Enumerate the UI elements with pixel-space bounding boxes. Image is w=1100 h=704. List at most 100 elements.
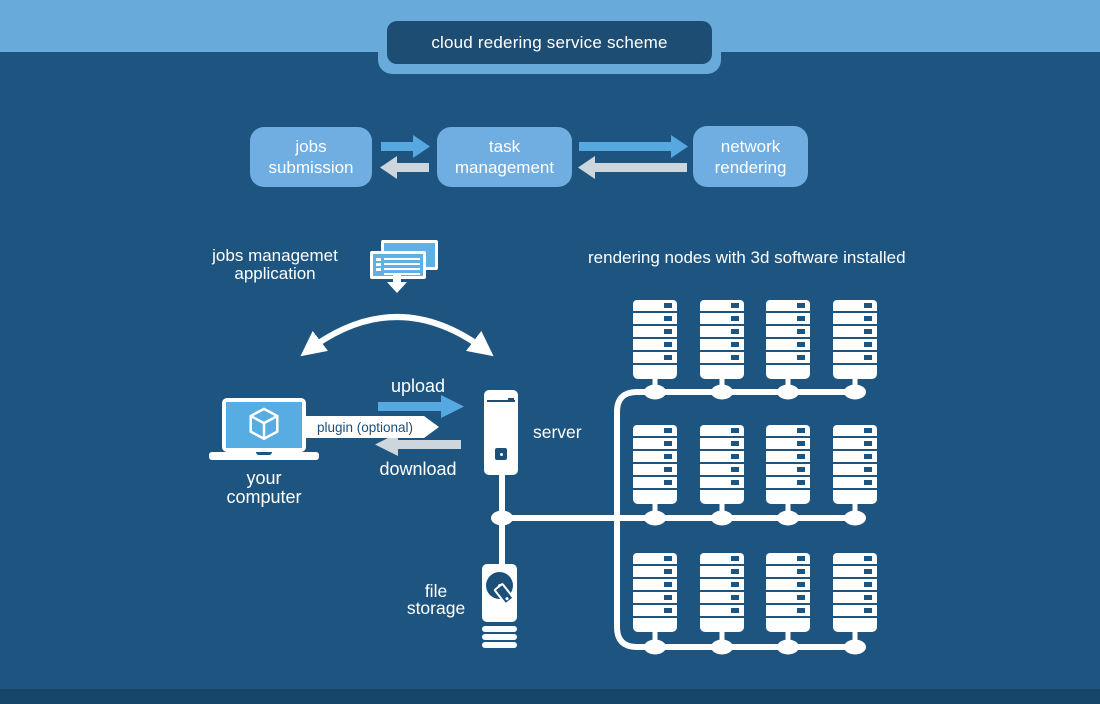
rack-slot bbox=[633, 464, 677, 475]
flow-box-task-management: task management bbox=[437, 127, 572, 187]
flow-box-label: submission bbox=[268, 158, 354, 177]
server-label: server bbox=[533, 422, 582, 442]
rack-slot bbox=[699, 566, 744, 577]
rack-slot bbox=[832, 566, 877, 577]
server-rack bbox=[832, 300, 877, 379]
rack-slot-indicator bbox=[730, 342, 739, 347]
rack-slot bbox=[766, 605, 811, 616]
rack-slot bbox=[699, 300, 744, 311]
cube-icon bbox=[249, 407, 279, 441]
rack-slot-indicator bbox=[863, 441, 872, 446]
rack-slot-indicator bbox=[730, 569, 739, 574]
rack-slot bbox=[699, 605, 744, 616]
rack-slot bbox=[832, 326, 877, 337]
rack-slot-indicator bbox=[797, 303, 806, 308]
server-vent bbox=[487, 400, 515, 402]
file-storage-label: file storage bbox=[386, 583, 486, 616]
rack-slot-indicator bbox=[730, 329, 739, 334]
rack-slot-indicator bbox=[863, 608, 872, 613]
rack-slot-indicator bbox=[797, 595, 806, 600]
rack-slot bbox=[832, 477, 877, 488]
rack-slot-indicator bbox=[730, 556, 739, 561]
rack-slot-indicator bbox=[730, 355, 739, 360]
app-window-front-icon bbox=[370, 251, 426, 279]
rack-slot bbox=[832, 339, 877, 350]
rack-base bbox=[832, 618, 877, 632]
rack-slot bbox=[699, 464, 744, 475]
rack-slot-indicator bbox=[863, 342, 872, 347]
rack-slot bbox=[633, 451, 677, 462]
rack-slot-indicator bbox=[730, 595, 739, 600]
server-rack bbox=[699, 300, 744, 379]
rack-slot-indicator bbox=[863, 316, 872, 321]
curved-double-arrow bbox=[300, 314, 494, 357]
download-label: download bbox=[379, 459, 457, 479]
file-storage-line2: storage bbox=[406, 597, 466, 618]
rack-slot bbox=[766, 300, 811, 311]
rack-base bbox=[633, 365, 677, 379]
rack-slot-indicator bbox=[730, 303, 739, 308]
rack-slot bbox=[633, 425, 677, 436]
rack-slot-indicator bbox=[664, 428, 672, 433]
rack-slot-indicator bbox=[863, 595, 872, 600]
flow-box-jobs-submission: jobs submission bbox=[250, 127, 372, 187]
rack-slot-indicator bbox=[797, 608, 806, 613]
rack-slot bbox=[633, 352, 677, 363]
server-rack bbox=[766, 553, 811, 632]
rack-slot-indicator bbox=[863, 467, 872, 472]
rack-slot bbox=[699, 313, 744, 324]
your-computer-line2: computer bbox=[226, 487, 302, 507]
rack-slot bbox=[766, 313, 811, 324]
rack-slot-indicator bbox=[863, 454, 872, 459]
arrow-left-network-to-task bbox=[578, 156, 687, 179]
rack-slot bbox=[766, 553, 811, 564]
rack-base bbox=[766, 365, 811, 379]
your-computer-label: your computer bbox=[204, 469, 324, 507]
server-rack bbox=[699, 553, 744, 632]
rack-slot-indicator bbox=[863, 556, 872, 561]
jobs-app-line2: application bbox=[234, 264, 316, 283]
rack-slot bbox=[633, 326, 677, 337]
jobs-app-line1: jobs managemet bbox=[212, 246, 338, 265]
rack-slot bbox=[633, 566, 677, 577]
rack-row-3 bbox=[633, 553, 877, 632]
server-rack bbox=[699, 425, 744, 504]
server-rack bbox=[766, 300, 811, 379]
title-badge-inner: cloud redering service scheme bbox=[387, 21, 712, 64]
window-bullet-icon bbox=[376, 263, 381, 266]
window-line-icon bbox=[384, 273, 420, 275]
storage-tray bbox=[482, 626, 517, 632]
flow-box-label: management bbox=[454, 158, 555, 177]
rack-base bbox=[699, 365, 744, 379]
rack-slot bbox=[832, 425, 877, 436]
server-rack bbox=[633, 553, 677, 632]
rack-slot-indicator bbox=[664, 342, 672, 347]
jobs-management-app-label: jobs managemet application bbox=[185, 247, 365, 283]
your-computer-line1: your bbox=[246, 468, 282, 488]
arrow-left-task-to-jobs bbox=[380, 156, 429, 179]
rack-base bbox=[699, 490, 744, 504]
rack-slot bbox=[633, 300, 677, 311]
rack-slot-indicator bbox=[730, 608, 739, 613]
rack-slot-indicator bbox=[797, 342, 806, 347]
rack-slot-indicator bbox=[797, 582, 806, 587]
rack-slot bbox=[699, 477, 744, 488]
rack-slot-indicator bbox=[797, 316, 806, 321]
window-line-icon bbox=[384, 258, 420, 260]
window-line-icon bbox=[384, 263, 420, 265]
rack-slot-indicator bbox=[863, 569, 872, 574]
rack-slot-indicator bbox=[797, 480, 806, 485]
arrow-right-task-to-network bbox=[579, 135, 688, 158]
diagram-title: cloud redering service scheme bbox=[431, 32, 668, 52]
rack-slot bbox=[699, 352, 744, 363]
rack-slot-indicator bbox=[863, 329, 872, 334]
rack-slot-indicator bbox=[730, 441, 739, 446]
flow-box-label: jobs bbox=[295, 137, 327, 156]
rack-slot bbox=[633, 605, 677, 616]
rack-slot bbox=[832, 605, 877, 616]
window-bullet-icon bbox=[376, 268, 381, 271]
plugin-optional-label: plugin (optional) bbox=[316, 420, 414, 435]
rack-row-2 bbox=[633, 425, 877, 504]
window-bullet-icon bbox=[376, 258, 381, 261]
